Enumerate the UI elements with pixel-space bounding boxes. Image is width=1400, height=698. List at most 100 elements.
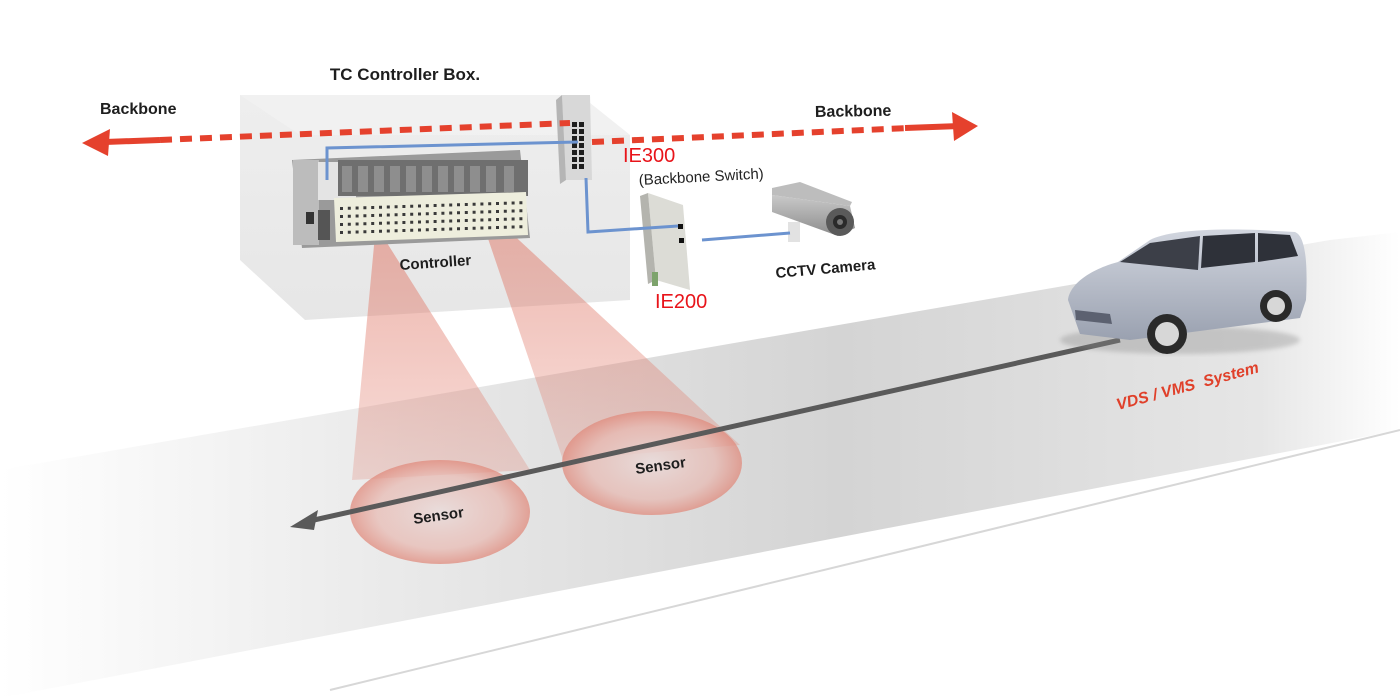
ethernet-ie300-to-ie200 <box>584 177 679 234</box>
terminal-dot <box>503 217 507 221</box>
terminal-dot <box>503 201 507 205</box>
terminal-dot <box>425 228 429 232</box>
terminal-dot <box>386 229 390 233</box>
terminal-dot <box>480 202 484 206</box>
sensor-beam-1 <box>350 235 530 564</box>
switch-port <box>579 129 584 134</box>
terminal-dot <box>355 222 359 226</box>
terminal-dot <box>363 214 367 218</box>
terminal-dot <box>355 206 359 210</box>
terminal-dot <box>355 214 359 218</box>
terminal-dot <box>386 205 390 209</box>
terminal-dot <box>480 226 484 230</box>
vehicle <box>1060 229 1307 354</box>
terminal-dot <box>371 222 375 225</box>
terminal-dot <box>410 220 414 224</box>
terminal-dot <box>480 218 484 222</box>
switch-port <box>572 150 577 155</box>
terminal-dot <box>511 217 515 221</box>
terminal-dot <box>496 202 499 205</box>
terminal-dot <box>472 218 476 222</box>
terminal-dot <box>363 206 367 210</box>
terminal-dot <box>347 230 351 234</box>
terminal-dot <box>480 210 484 214</box>
terminal-dot <box>379 205 382 209</box>
ie300-switch <box>556 95 592 184</box>
terminal-dot <box>519 201 523 205</box>
terminal-dot <box>441 203 445 207</box>
switch-port <box>579 150 584 155</box>
terminal-dot <box>418 220 421 224</box>
terminal-dot <box>503 209 507 213</box>
terminal-dot <box>511 201 515 205</box>
terminal-dot <box>379 221 382 225</box>
terminal-dot <box>464 227 468 230</box>
terminal-dot <box>449 227 453 231</box>
terminal-dot <box>402 213 406 216</box>
terminal-dot <box>425 212 429 216</box>
terminal-dot <box>503 225 507 229</box>
ie200-label: IE200 <box>655 291 707 313</box>
terminal-dot <box>519 209 523 213</box>
terminal-dot <box>394 221 398 225</box>
terminal-dot <box>433 220 437 223</box>
ethernet-controller-to-ie300 <box>325 140 579 180</box>
terminal-dot <box>340 215 343 218</box>
ie200-converter <box>640 193 690 290</box>
terminal-dot <box>472 226 476 230</box>
terminal-dot <box>347 222 351 226</box>
terminal-dot <box>433 204 437 207</box>
backbone-left-label: Backbone <box>100 101 177 118</box>
title-label: TC Controller Box. <box>330 65 480 84</box>
terminal-dot <box>441 227 445 231</box>
terminal-dot <box>371 230 375 233</box>
terminal-dot <box>347 214 351 218</box>
backbone-switch-label: (Backbone Switch) <box>638 165 764 189</box>
terminal-dot <box>402 221 406 224</box>
terminal-dot <box>386 213 390 217</box>
terminal-dot <box>418 204 421 208</box>
cctv-camera <box>772 182 855 242</box>
terminal-dot <box>488 210 492 214</box>
terminal-dot <box>433 228 437 231</box>
terminal-dot <box>449 219 453 223</box>
terminal-dot <box>394 205 398 209</box>
terminal-dot <box>457 203 460 207</box>
terminal-dot <box>441 219 445 223</box>
terminal-dot <box>347 206 351 210</box>
terminal-dot <box>511 209 515 213</box>
switch-port <box>579 122 584 127</box>
switch-port <box>572 136 577 141</box>
backbone-link <box>82 112 978 156</box>
terminal-dot <box>457 211 460 215</box>
terminal-dot <box>441 211 445 215</box>
traffic-direction-arrow <box>290 337 1121 530</box>
terminal-dot <box>449 211 453 215</box>
terminal-dot <box>488 226 492 230</box>
terminal-dot <box>472 210 476 214</box>
backbone-left-arrowhead <box>82 129 110 156</box>
terminal-dot <box>363 230 367 234</box>
terminal-dot <box>464 203 468 206</box>
terminal-dot <box>410 204 414 208</box>
terminal-dot <box>449 203 453 207</box>
ethernet-ie200-to-camera <box>701 231 791 242</box>
backbone-right-arrowhead <box>952 112 978 141</box>
terminal-dot <box>488 202 492 206</box>
controller-label: Controller <box>399 252 472 274</box>
switch-port <box>572 157 577 162</box>
terminal-dot <box>402 205 406 208</box>
terminal-dot <box>464 219 468 222</box>
terminal-dot <box>379 229 382 233</box>
terminal-dot <box>340 207 343 210</box>
switch-port <box>579 157 584 162</box>
terminal-dot <box>425 220 429 224</box>
terminal-dot <box>425 204 429 208</box>
terminal-dot <box>410 212 414 216</box>
terminal-dot <box>519 217 523 221</box>
switch-port <box>572 122 577 127</box>
terminal-dot <box>496 226 499 229</box>
switch-port <box>579 136 584 141</box>
terminal-dot <box>340 231 343 234</box>
